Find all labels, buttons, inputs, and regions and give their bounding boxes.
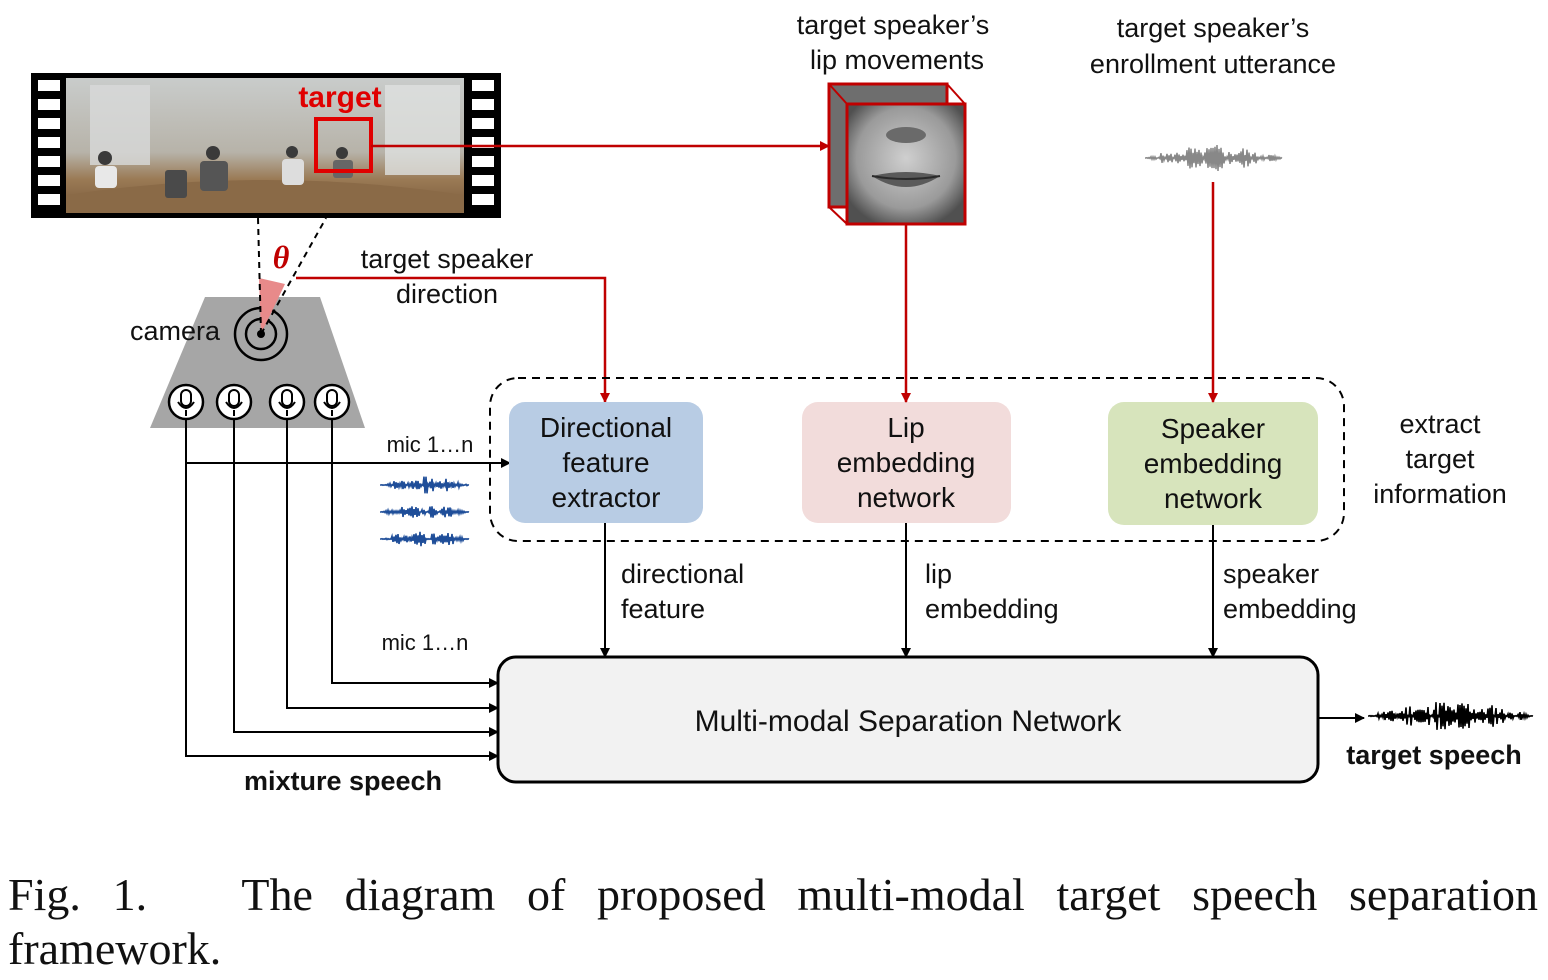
- figure-caption: Fig. 1. The diagram of proposed multi-mo…: [8, 868, 1538, 976]
- extract-label-3: information: [1373, 479, 1507, 509]
- directional-feature-label-1: directional: [621, 559, 744, 589]
- mic-bottom-label: mic 1…n: [382, 630, 469, 655]
- svg-text:embedding: embedding: [837, 447, 976, 478]
- lip-embedding-label-1: lip: [925, 559, 952, 589]
- camera-label: camera: [130, 316, 221, 346]
- directional-feature-label-2: feature: [621, 594, 705, 624]
- extract-region: [489, 377, 1345, 542]
- svg-text:Multi-modal Separation Network: Multi-modal Separation Network: [695, 705, 1123, 738]
- mic-wires: [185, 420, 511, 761]
- multi-modal-separation-network-block: Multi-modal Separation Network: [496, 655, 1320, 784]
- caption-text: The diagram of proposed multi-modal targ…: [8, 869, 1538, 974]
- enrollment-label-2: enrollment utterance: [1090, 49, 1336, 79]
- directional-feature-extractor-block: Directional feature extractor: [509, 402, 703, 523]
- extract-label-1: extract: [1399, 409, 1481, 439]
- theta-label: θ: [273, 239, 290, 275]
- mixture-waveform-icons: [380, 476, 470, 547]
- camera-array-body: [150, 297, 365, 428]
- lip-embedding-label-2: embedding: [925, 594, 1059, 624]
- svg-text:Lip: Lip: [887, 412, 924, 443]
- target-speech-waveform-icon: [1368, 702, 1534, 730]
- direction-label-2: direction: [396, 279, 498, 309]
- microphone-icons: [167, 383, 351, 421]
- target-label: target: [298, 81, 381, 114]
- enrollment-waveform-icon: [1145, 145, 1283, 171]
- speaker-embedding-network-block: Speaker embedding network: [1108, 402, 1318, 525]
- direction-label-1: target speaker: [361, 244, 534, 274]
- speaker-embedding-label-2: embedding: [1223, 594, 1357, 624]
- caption-label: Fig. 1.: [8, 869, 148, 920]
- lip-embedding-network-block: Lip embedding network: [802, 402, 1011, 523]
- svg-text:network: network: [857, 482, 956, 513]
- svg-text:Directional: Directional: [540, 412, 672, 443]
- arrow-direction-to-extractor: [296, 276, 610, 403]
- svg-text:embedding: embedding: [1144, 448, 1283, 479]
- target-speech-label: target speech: [1346, 740, 1522, 770]
- svg-text:feature: feature: [562, 447, 649, 478]
- mixture-speech-label: mixture speech: [244, 766, 442, 796]
- theta-sector: [259, 278, 285, 334]
- lip-movements-label-1: target speaker’s: [797, 10, 990, 40]
- svg-text:extractor: extractor: [552, 482, 661, 513]
- lip-movements-label-2: lip movements: [810, 45, 984, 75]
- enrollment-label-1: target speaker’s: [1117, 13, 1310, 43]
- mic-top-label: mic 1…n: [387, 432, 474, 457]
- extract-label-2: target: [1405, 444, 1475, 474]
- svg-text:network: network: [1164, 483, 1263, 514]
- speaker-embedding-label-1: speaker: [1223, 559, 1319, 589]
- svg-text:Speaker: Speaker: [1161, 413, 1265, 444]
- lip-frames-image: [827, 82, 967, 226]
